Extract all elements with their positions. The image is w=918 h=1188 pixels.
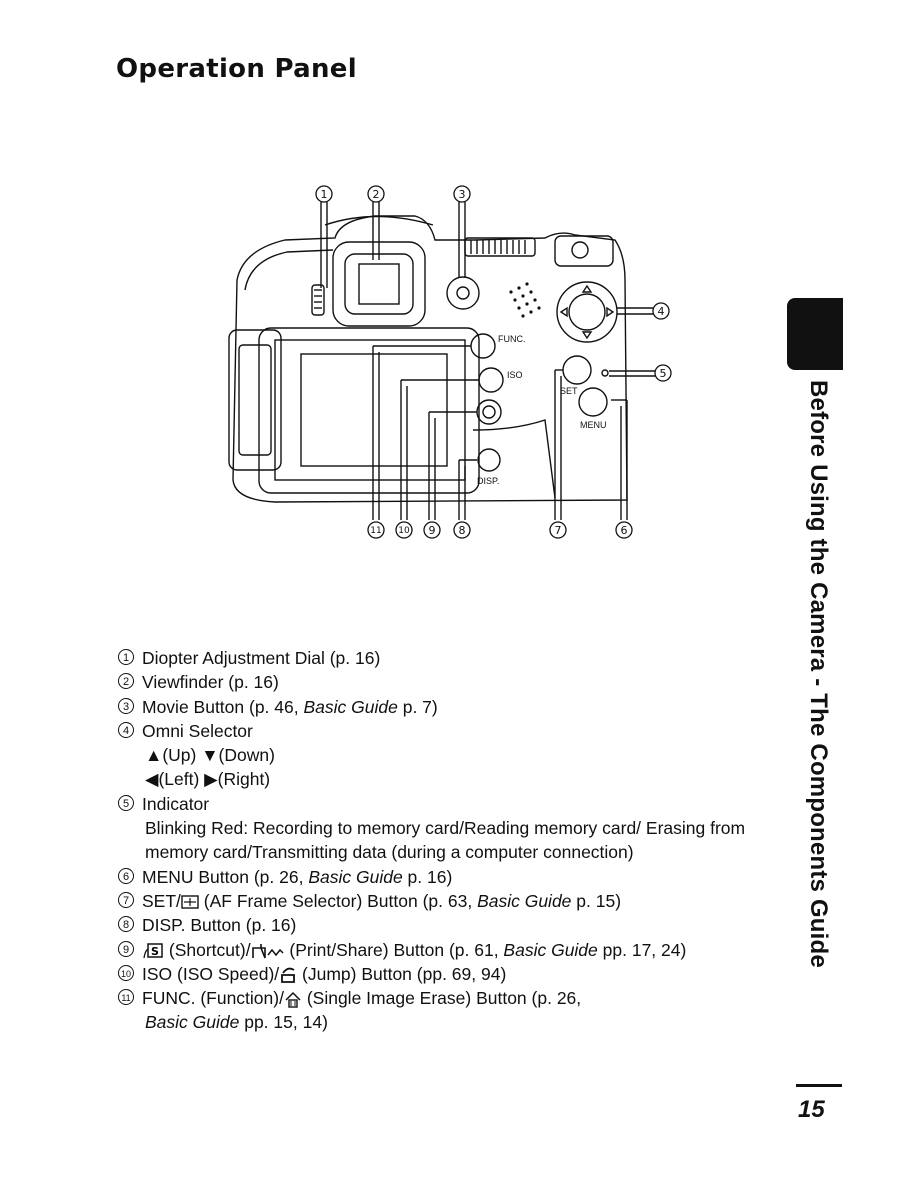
legend-item-5: 5 Indicator (118, 792, 778, 816)
page-number-rule (796, 1084, 842, 1087)
callout-10: 10 (398, 526, 410, 536)
legend-item-9: 9 S (Shortcut)/ (Print/Share) Button (p.… (118, 938, 778, 962)
print-share-icon (251, 943, 284, 959)
side-heading-text: Before Using the Camera - The Components… (805, 380, 832, 968)
legend-item-2: 2 Viewfinder (p. 16) (118, 670, 778, 694)
callout-8: 8 (459, 524, 466, 537)
component-legend: 1 Diopter Adjustment Dial (p. 16) 2 View… (118, 646, 778, 1035)
jump-icon (281, 967, 296, 984)
section-tab-marker (787, 298, 843, 370)
callout-2: 2 (373, 188, 380, 201)
svg-text:S: S (151, 945, 159, 958)
legend-item-11-cont: Basic Guide pp. 15, 14) (145, 1012, 328, 1033)
erase-icon (285, 991, 301, 1008)
callout-9: 9 (429, 524, 436, 537)
legend-item-8: 8 DISP. Button (p. 16) (118, 913, 778, 937)
callout-4: 4 (658, 305, 665, 318)
func-label: FUNC. (498, 334, 526, 344)
legend-item-4: 4 Omni Selector (118, 719, 778, 743)
legend-item-1: 1 Diopter Adjustment Dial (p. 16) (118, 646, 778, 670)
legend-item-6: 6 MENU Button (p. 26, Basic Guide p. 16) (118, 865, 778, 889)
callout-7: 7 (555, 524, 562, 537)
page-number: 15 (798, 1096, 825, 1123)
disp-label: DISP. (477, 476, 499, 486)
page-title: Operation Panel (116, 54, 357, 84)
legend-number-1: 1 (118, 649, 134, 665)
camera-back-diagram: 1 2 3 4 5 6 7 8 9 10 11 FUNC. ISO SET ME… (228, 185, 672, 539)
legend-item-7: 7 SET/ (AF Frame Selector) Button (p. 63… (118, 889, 778, 913)
callout-5: 5 (660, 367, 667, 380)
omni-up-down: ▲(Up) ▼(Down) (145, 745, 275, 766)
legend-item-3: 3 Movie Button (p. 46, Basic Guide p. 7) (118, 695, 778, 719)
iso-label: ISO (507, 370, 523, 380)
callout-6: 6 (621, 524, 628, 537)
af-frame-icon (181, 895, 199, 910)
callout-11: 11 (370, 526, 381, 536)
callout-3: 3 (459, 188, 466, 201)
callout-1: 1 (321, 188, 328, 201)
legend-item-11: 11 FUNC. (Function)/ (Single Image Erase… (118, 986, 778, 1010)
omni-left-right: ◀(Left) ▶(Right) (145, 769, 271, 790)
set-label: SET (560, 386, 578, 396)
side-heading: Before Using the Camera - The Components… (792, 380, 832, 968)
indicator-description: Blinking Red: Recording to memory card/R… (145, 818, 746, 863)
legend-item-10: 10 ISO (ISO Speed)/ (Jump) Button (pp. 6… (118, 962, 778, 986)
shortcut-icon: S (143, 943, 163, 959)
menu-label: MENU (580, 420, 607, 430)
